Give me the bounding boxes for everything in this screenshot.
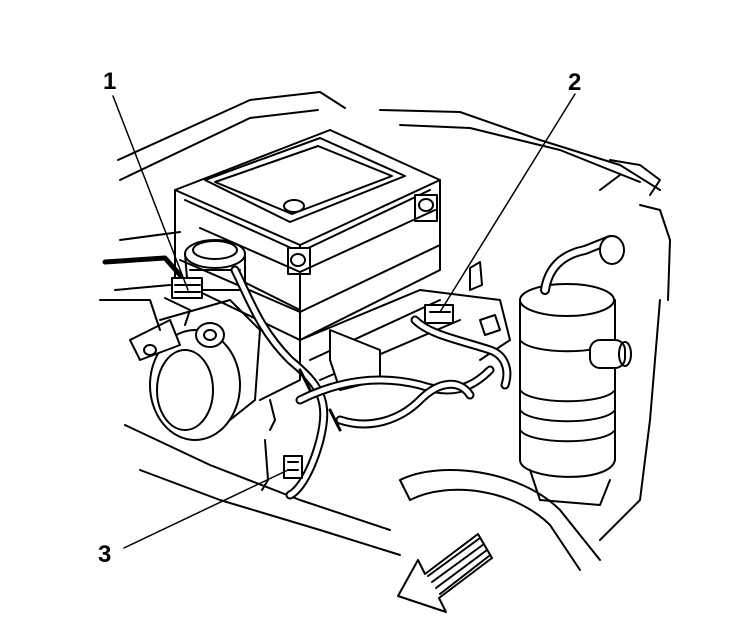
callout-number-1: 1 (103, 68, 117, 95)
callout-number-2: 2 (568, 69, 582, 96)
wiring-harness (230, 265, 512, 500)
brake-booster (99, 231, 261, 441)
battery (174, 129, 441, 341)
front-direction-arrow-icon (397, 533, 493, 613)
battery-tray (239, 279, 511, 401)
leader-line-1 (112, 95, 189, 291)
accumulator (519, 235, 632, 506)
leader-lines (112, 93, 576, 549)
callout-number-3: 3 (98, 541, 112, 568)
leader-line-3 (123, 469, 289, 549)
harness-connector (424, 261, 501, 336)
wheel-well (399, 469, 601, 571)
reservoir (184, 239, 246, 291)
lower-connector (261, 399, 303, 491)
leader-line-2 (439, 93, 576, 313)
fender-outline (117, 91, 671, 556)
